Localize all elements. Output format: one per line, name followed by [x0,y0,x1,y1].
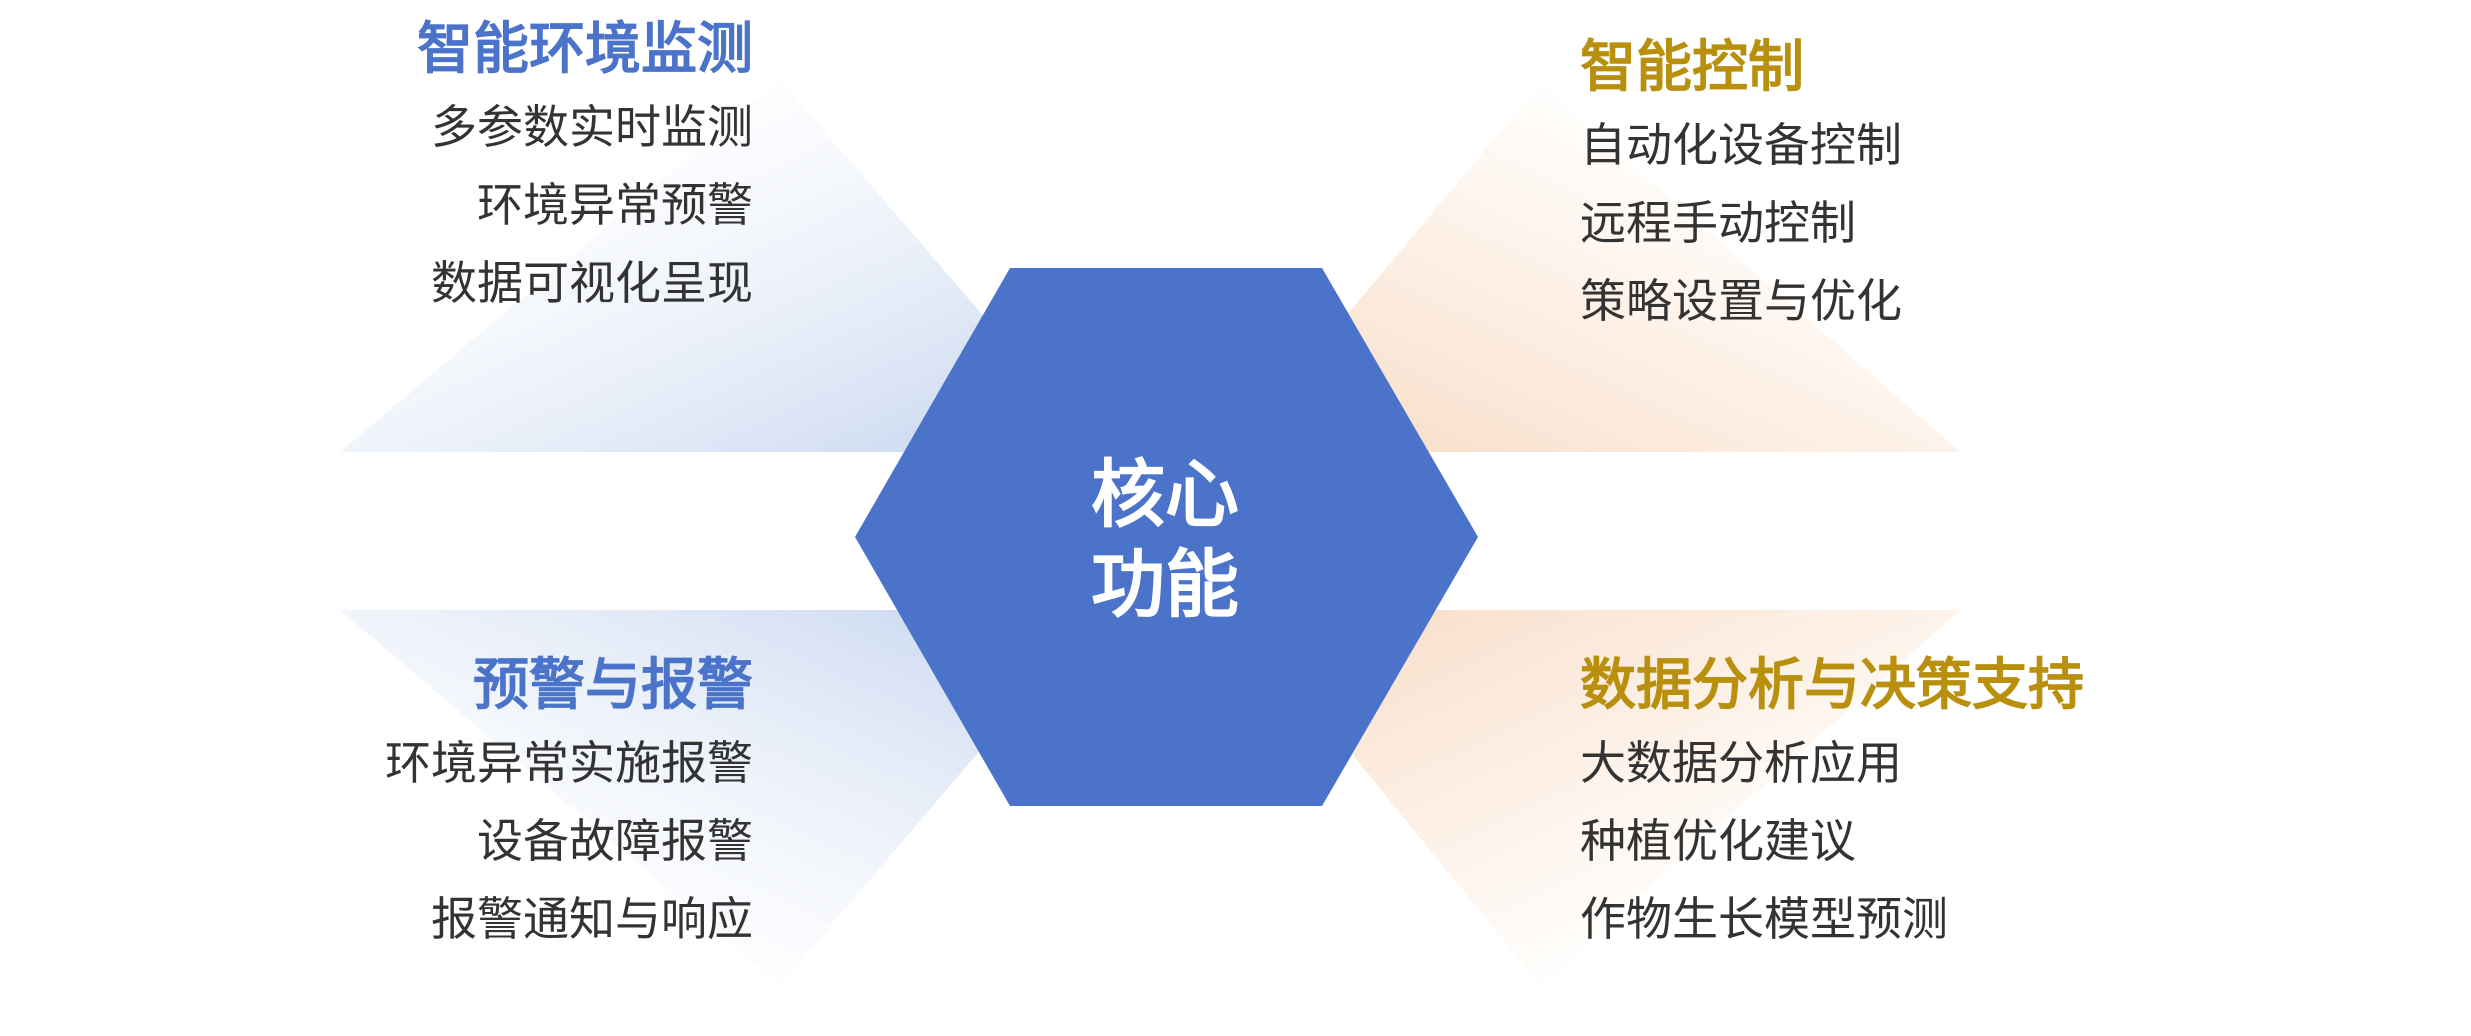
list-item: 种植优化建议 [1580,814,1856,868]
section-title: 预警与报警 [473,653,753,718]
list-item: 作物生长模型预测 [1580,892,1948,946]
glow-bottom-left [340,610,1000,985]
section-data-analysis: 数据分析与决策支持 大数据分析应用 种植优化建议 作物生长模型预测 [1580,648,2340,958]
section-warning-alarm: 预警与报警 环境异常实施报警 设备故障报警 报警通知与响应 [0,648,753,958]
list-item: 自动化设备控制 [1580,118,1902,172]
list-item: 策略设置与优化 [1580,274,1902,328]
core-label-line-2: 功能 [1091,542,1239,628]
section-title: 智能环境监测 [417,17,753,82]
section-title: 智能控制 [1580,35,1804,100]
section-environment-monitoring: 智能环境监测 多参数实时监测 环境异常预警 数据可视化呈现 [0,12,753,322]
glow-top-right [1330,85,1960,452]
list-item: 数据可视化呈现 [431,256,753,310]
list-item: 环境异常实施报警 [385,736,753,790]
list-item: 设备故障报警 [477,814,753,868]
core-hexagon [855,268,1478,806]
glow-top-left [340,80,1000,452]
core-label-line-1: 核心 [1091,452,1239,538]
glow-bottom-right [1330,610,1960,985]
list-item: 环境异常预警 [477,178,753,232]
section-title: 数据分析与决策支持 [1580,653,2084,718]
list-item: 远程手动控制 [1580,196,1856,250]
list-item: 大数据分析应用 [1580,736,1902,790]
section-smart-control: 智能控制 自动化设备控制 远程手动控制 策略设置与优化 [1580,30,2340,340]
list-item: 多参数实时监测 [431,100,753,154]
list-item: 报警通知与响应 [431,892,753,946]
core-hexagon-label: 核心 功能 [1040,450,1290,630]
